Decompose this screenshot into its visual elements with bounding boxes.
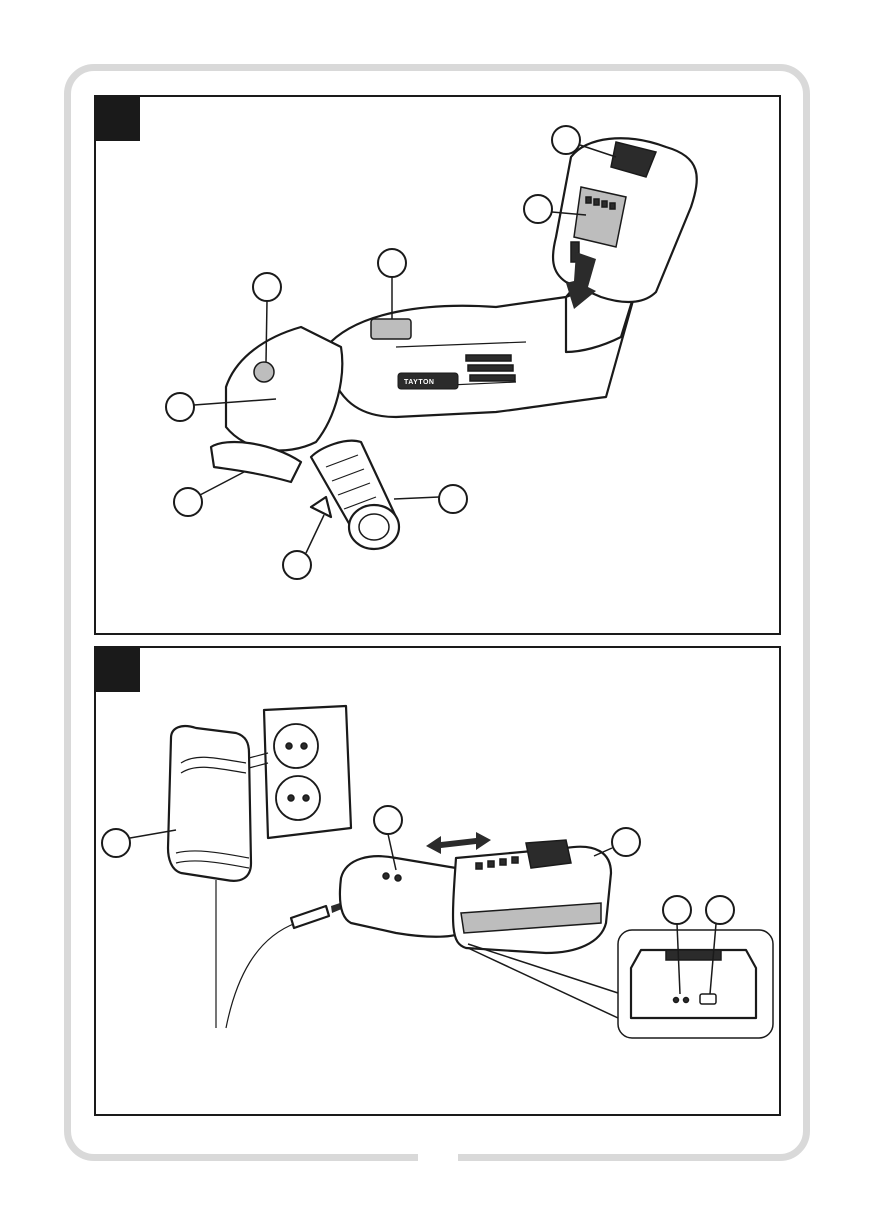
brand-badge-text: TAYTON bbox=[404, 379, 435, 386]
charger-led-red bbox=[383, 873, 389, 879]
callout-inset-socket bbox=[706, 896, 734, 924]
callout-side-handle bbox=[439, 485, 467, 513]
vent-slots bbox=[466, 355, 515, 381]
slide-arrow bbox=[426, 832, 491, 854]
gear-head bbox=[226, 327, 342, 450]
callout-switch bbox=[378, 249, 406, 277]
battery-on-charger bbox=[453, 840, 611, 953]
grinder-illustration: TAYTON bbox=[96, 97, 779, 633]
charger-illustration bbox=[96, 648, 779, 1114]
callout-spindle-lock bbox=[253, 273, 281, 301]
dc-plug bbox=[291, 906, 329, 928]
figure-panel-grinder: TAYTON bbox=[94, 95, 781, 635]
inset-dc-socket bbox=[700, 994, 716, 1004]
callout-gear-head bbox=[166, 393, 194, 421]
callout-inset-led bbox=[663, 896, 691, 924]
charger-led-green bbox=[395, 875, 401, 881]
spindle-lock-button bbox=[254, 362, 274, 382]
callout-battery-top bbox=[552, 126, 580, 154]
brand-badge: TAYTON bbox=[398, 373, 458, 389]
power-adapter bbox=[168, 726, 268, 881]
callout-adapter bbox=[102, 829, 130, 857]
callout-battery bbox=[612, 828, 640, 856]
wall-outlet bbox=[264, 706, 351, 838]
callout-battery-contacts bbox=[524, 195, 552, 223]
figure-panel-charger bbox=[94, 646, 781, 1116]
dc-cable bbox=[226, 923, 296, 1028]
callout-guard-lever bbox=[283, 551, 311, 579]
callout-charger-base bbox=[374, 806, 402, 834]
inset-led-2 bbox=[684, 998, 689, 1003]
inset-led-1 bbox=[674, 998, 679, 1003]
on-off-switch bbox=[371, 319, 411, 339]
callout-guard bbox=[174, 488, 202, 516]
frame-gap bbox=[418, 1150, 458, 1164]
